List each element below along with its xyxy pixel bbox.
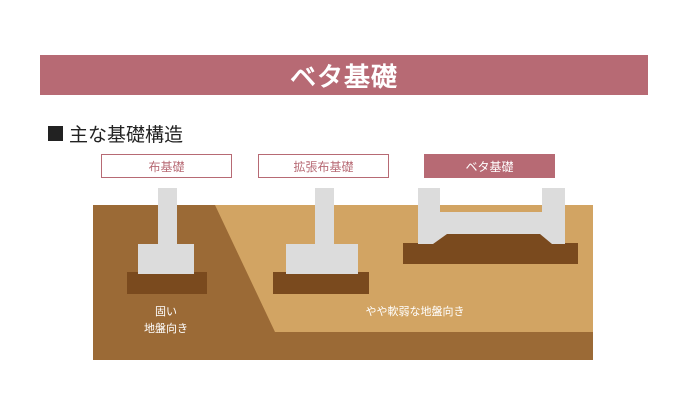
section-heading-text: 主な基礎構造 bbox=[69, 124, 184, 146]
strip-footing bbox=[138, 244, 194, 274]
strip-foundation-label: 布基礎 bbox=[101, 154, 232, 178]
page-title: ベタ基礎 bbox=[289, 62, 398, 93]
widened-wall bbox=[315, 188, 334, 246]
hard-ground-label: 固い 地盤向き bbox=[130, 303, 202, 337]
mat-foundation bbox=[403, 188, 578, 264]
mat-foundation-label: ベタ基礎 bbox=[424, 154, 555, 178]
strip-wall bbox=[158, 188, 177, 246]
widened-strip-foundation-label: 拡張布基礎 bbox=[258, 154, 389, 178]
hard-ground bbox=[93, 205, 593, 360]
widened-footing bbox=[286, 244, 358, 274]
hard-ground-label-line2: 地盤向き bbox=[144, 322, 188, 335]
mat-slab-base bbox=[403, 233, 578, 264]
soft-ground-label: やや軟弱な地盤向き bbox=[365, 305, 465, 318]
mat-slab bbox=[418, 188, 565, 244]
black-square-icon bbox=[48, 126, 63, 141]
widened-footing-base bbox=[273, 272, 369, 294]
widened-strip-foundation bbox=[273, 188, 369, 294]
title-banner: ベタ基礎 bbox=[40, 55, 648, 95]
strip-footing-base bbox=[127, 272, 207, 294]
hard-ground-label-line1: 固い bbox=[155, 305, 177, 318]
section-heading: 主な基礎構造 bbox=[48, 120, 183, 147]
strip-foundation bbox=[127, 188, 207, 294]
